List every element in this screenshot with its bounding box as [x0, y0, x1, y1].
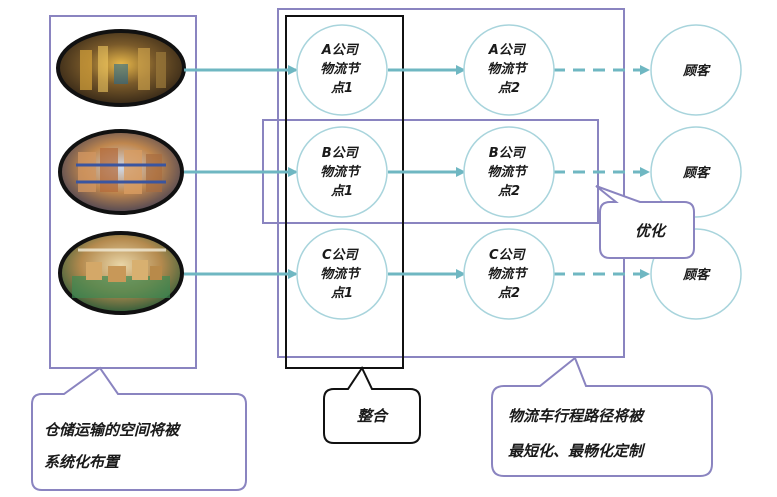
node-c1 — [296, 228, 388, 320]
integrate-callout — [323, 365, 421, 444]
warehouse-shelves-photo — [56, 29, 186, 107]
node-b1 — [296, 126, 388, 218]
node-b2-label: B公司 物流节 点2 — [487, 146, 531, 199]
node-c2 — [463, 228, 555, 320]
node-b1-label: B公司 物流节 点1 — [320, 146, 364, 199]
route-callout-text: 物流车行程路径将被 最短化、最畅化定制 — [508, 407, 648, 460]
integrate-frame — [285, 15, 404, 369]
warehouse-callout-text: 仓储运输的空间将被 系统化布置 — [44, 421, 184, 471]
integrate-callout-text: 整合 — [357, 407, 389, 425]
node-a1-label: A公司 物流节 点1 — [320, 43, 364, 96]
warehouse-callout — [31, 366, 247, 491]
node-a2-label: A公司 物流节 点2 — [487, 43, 531, 96]
customer-c-label: 顾客 — [682, 267, 711, 283]
node-customer-a — [650, 24, 742, 116]
node-c1-label: C公司 物流节 点1 — [320, 248, 364, 301]
optimize-callout-text: 优化 — [635, 222, 667, 240]
customer-a-label: 顾客 — [682, 63, 711, 79]
node-area-frame — [277, 8, 625, 358]
customer-b-label: 顾客 — [682, 165, 711, 181]
node-a2 — [463, 24, 555, 116]
warehouse-floor-photo — [58, 231, 184, 315]
warehouse-frame — [49, 15, 197, 369]
node-customer-b — [650, 126, 742, 218]
node-c2-label: C公司 物流节 点2 — [487, 248, 531, 301]
node-b2 — [463, 126, 555, 218]
optimize-callout — [595, 185, 695, 259]
warehouse-racks-photo — [58, 129, 184, 215]
route-callout — [491, 356, 713, 477]
node-a1 — [296, 24, 388, 116]
